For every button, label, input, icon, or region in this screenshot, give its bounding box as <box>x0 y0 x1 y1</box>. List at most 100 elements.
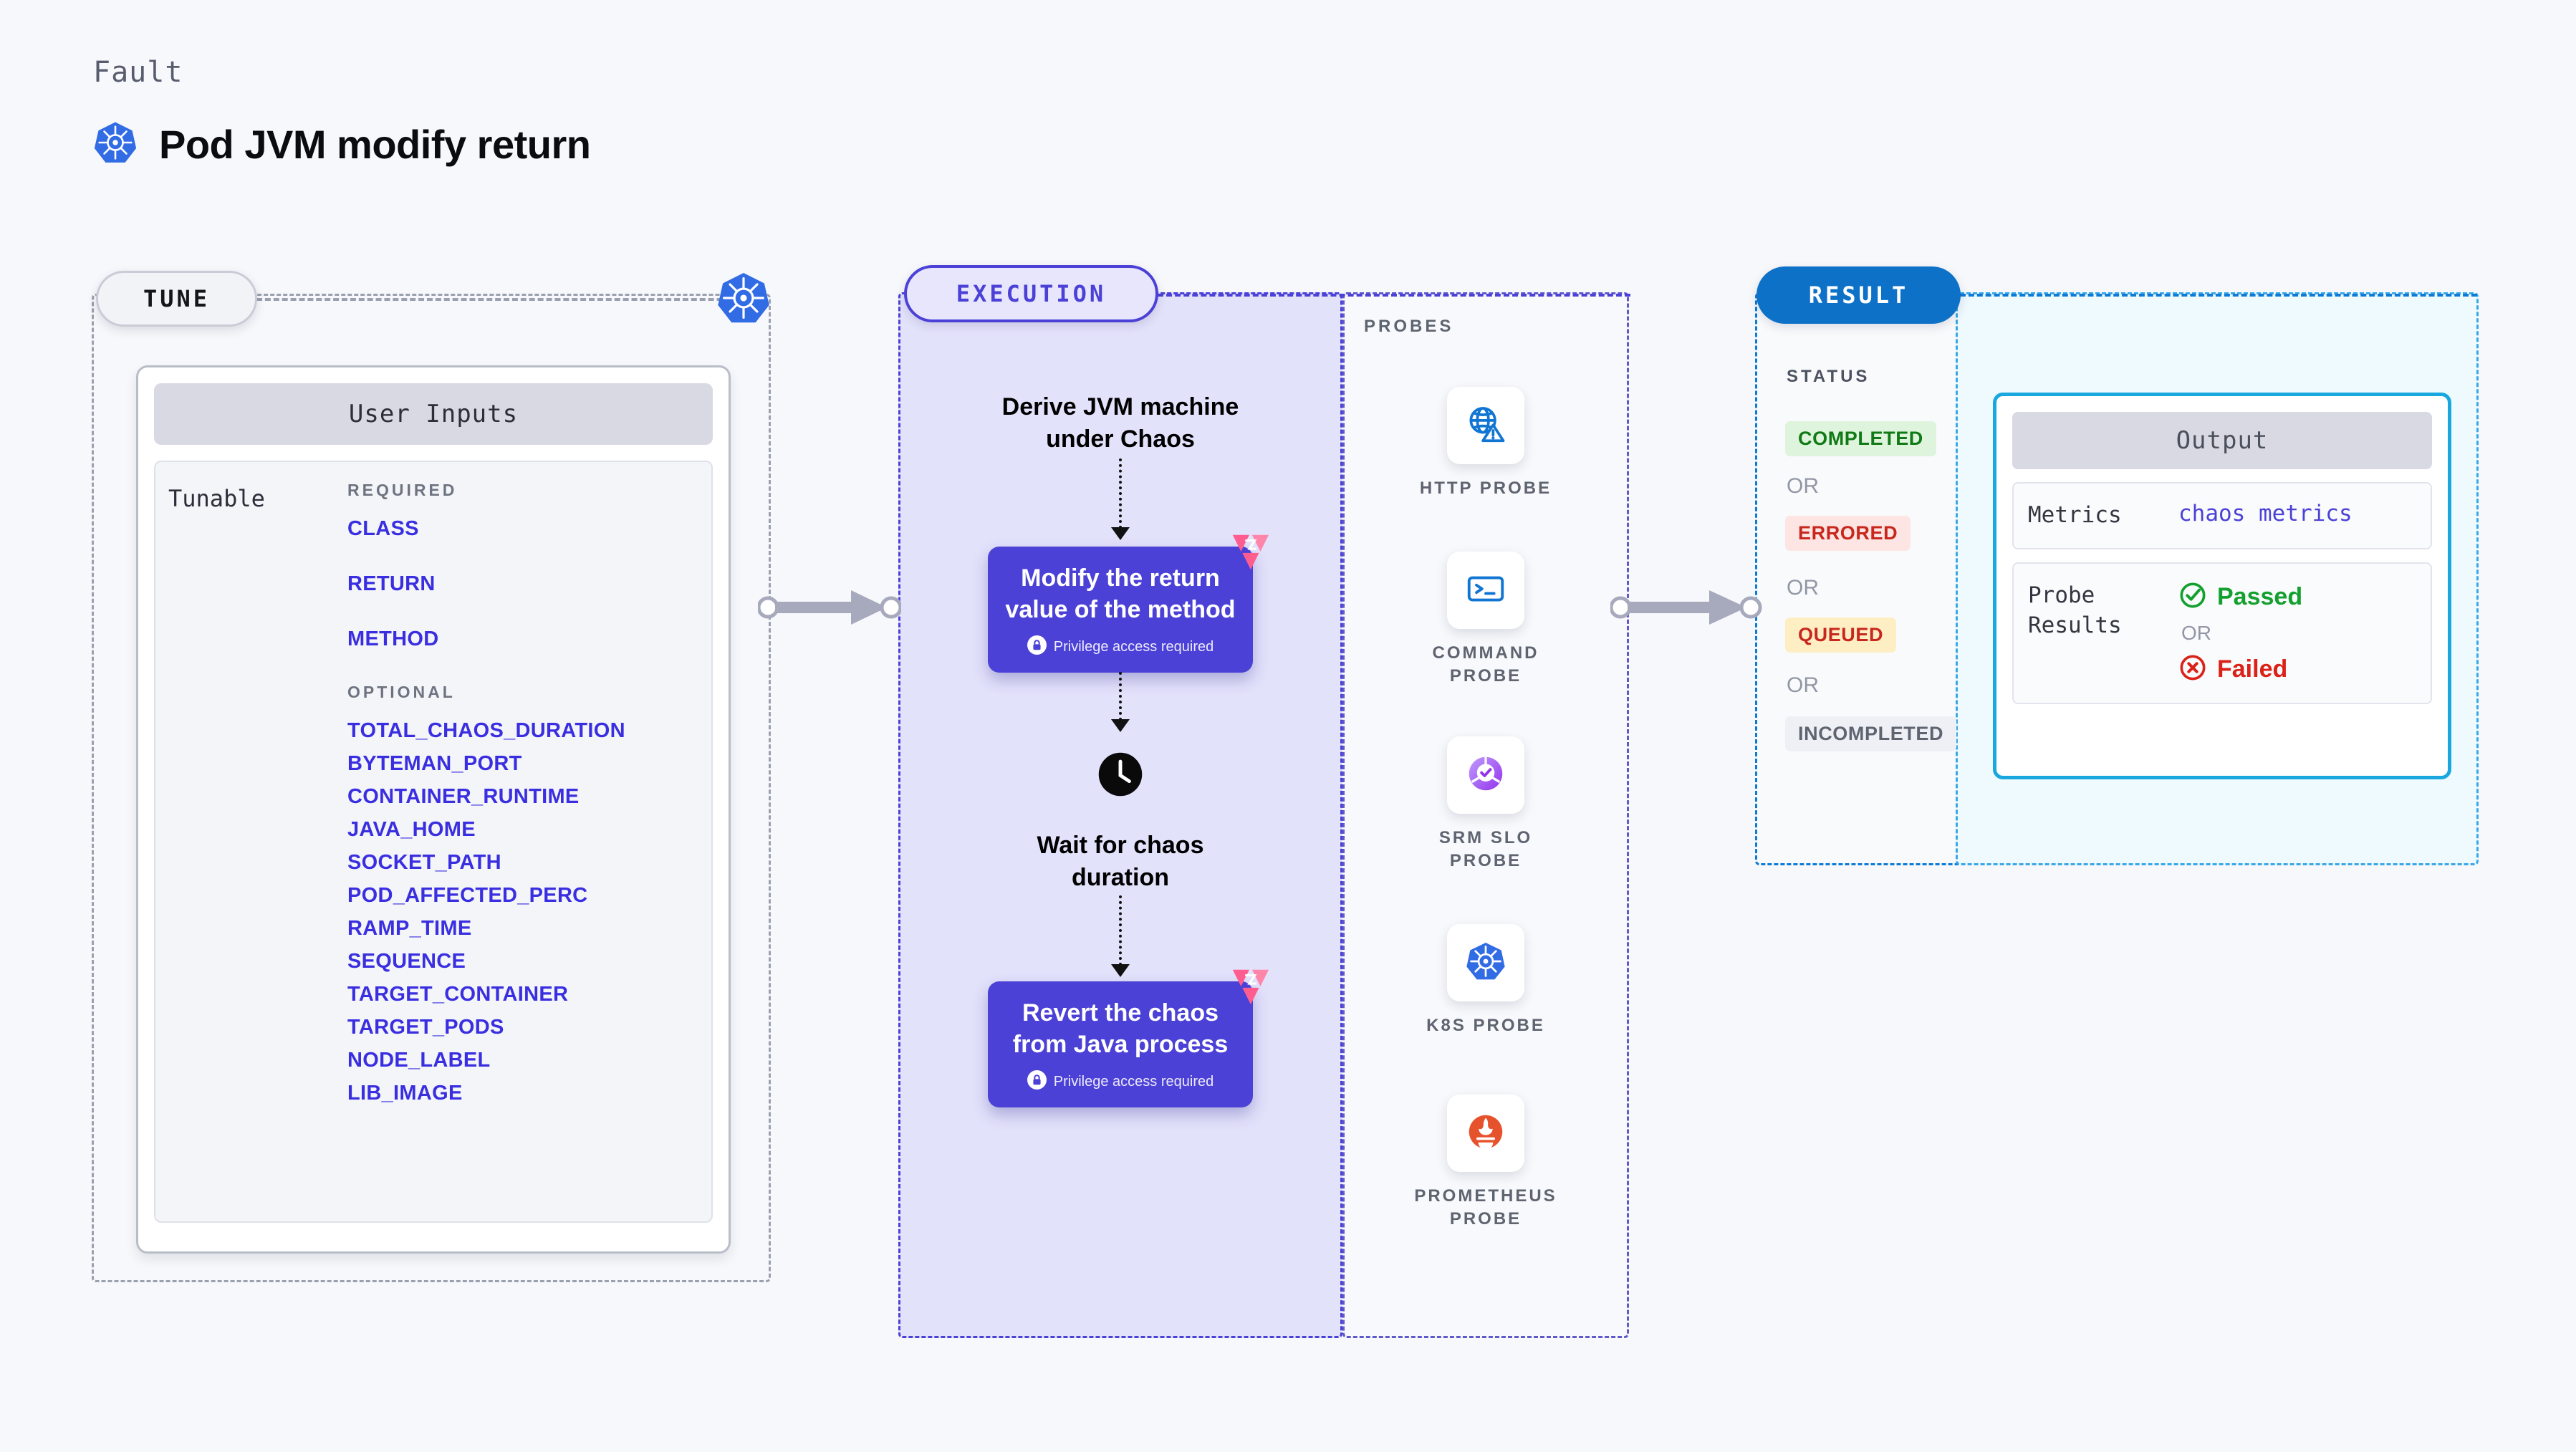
probe-k8s[interactable]: K8S PROBE <box>1342 924 1629 1037</box>
clock-icon <box>1097 751 1144 798</box>
param-target-container[interactable]: TARGET_CONTAINER <box>347 983 569 1006</box>
page-title: Pod JVM modify return <box>159 122 591 167</box>
flow-arrow-tune-to-execution <box>756 579 903 640</box>
required-param-list: CLASS RETURN METHOD <box>347 517 698 651</box>
flow-line-3 <box>1119 895 1122 966</box>
status-or-1: OR <box>1787 474 1819 498</box>
optional-param-list: TOTAL_CHAOS_DURATION BYTEMAN_PORT CONTAI… <box>347 719 698 1105</box>
probe-tile <box>1447 924 1524 1001</box>
privilege-row-2: Privilege access required <box>1002 1070 1239 1093</box>
metrics-value[interactable]: chaos metrics <box>2178 501 2352 527</box>
status-or-2: OR <box>1787 576 1819 600</box>
kubernetes-icon <box>1464 939 1508 987</box>
user-inputs-card: User Inputs Tunable REQUIRED CLASS RETUR… <box>136 365 731 1254</box>
prometheus-icon <box>1464 1110 1508 1158</box>
x-circle-icon <box>2178 653 2207 686</box>
probe-results-label: Probe Results <box>2028 582 2122 638</box>
probe-result-or: OR <box>2181 621 2211 644</box>
probe-prometheus[interactable]: PROMETHEUS PROBE <box>1342 1095 1629 1231</box>
status-badge-completed: COMPLETED <box>1785 421 1936 456</box>
harness-icon <box>1229 966 1270 1007</box>
result-stage-pill[interactable]: RESULT <box>1756 266 1961 324</box>
param-java-home[interactable]: JAVA_HOME <box>347 818 476 841</box>
probe-tile <box>1447 736 1524 814</box>
kubernetes-badge-icon <box>716 271 771 325</box>
lock-icon <box>1027 1070 1047 1093</box>
status-badge-errored: ERRORED <box>1785 516 1911 551</box>
probe-tile <box>1447 1095 1524 1172</box>
tune-connector-line <box>256 298 765 301</box>
passed-label: Passed <box>2217 582 2303 610</box>
output-card: Output Metrics chaos metrics Probe Resul… <box>1993 393 2451 779</box>
param-container-runtime[interactable]: CONTAINER_RUNTIME <box>347 785 580 808</box>
execution-card-2-title: Revert the chaos from Java process <box>1012 999 1229 1059</box>
kubernetes-icon <box>93 120 138 168</box>
flow-arrowhead-2 <box>1111 719 1130 732</box>
user-inputs-title: User Inputs <box>154 383 713 445</box>
execution-card-revert-chaos[interactable]: Revert the chaos from Java process Privi… <box>988 969 1269 1108</box>
metrics-label: Metrics <box>2028 502 2122 528</box>
status-badge-incompleted: INCOMPLETED <box>1785 716 1957 751</box>
probe-command[interactable]: COMMAND PROBE <box>1342 552 1629 688</box>
probe-srm-slo[interactable]: SRM SLO PROBE <box>1342 736 1629 873</box>
required-group-label: REQUIRED <box>347 481 458 499</box>
param-target-pods[interactable]: TARGET_PODS <box>347 1016 504 1039</box>
output-title: Output <box>2012 412 2432 469</box>
status-or-3: OR <box>1787 673 1819 697</box>
probe-result-passed: Passed <box>2178 581 2416 613</box>
flow-line-1 <box>1119 458 1122 529</box>
status-badge-queued: QUEUED <box>1785 617 1897 653</box>
param-method[interactable]: METHOD <box>347 628 439 650</box>
param-sequence[interactable]: SEQUENCE <box>347 950 466 973</box>
param-socket-path[interactable]: SOCKET_PATH <box>347 851 501 874</box>
probe-result-failed: Failed <box>2178 653 2416 686</box>
flow-arrowhead-3 <box>1111 964 1130 977</box>
fault-eyebrow-label: Fault <box>93 56 183 89</box>
flow-arrow-probes-to-result <box>1609 579 1762 640</box>
param-total-chaos-duration[interactable]: TOTAL_CHAOS_DURATION <box>347 719 625 742</box>
lock-icon <box>1027 635 1047 658</box>
execution-flow: Derive JVM machine under Chaos Modify th… <box>898 292 1342 1338</box>
execution-stage-pill[interactable]: EXECUTION <box>904 265 1158 322</box>
tunable-label: Tunable <box>168 485 265 512</box>
param-ramp-time[interactable]: RAMP_TIME <box>347 917 472 940</box>
probe-label: HTTP PROBE <box>1419 479 1552 498</box>
param-node-label[interactable]: NODE_LABEL <box>347 1049 491 1072</box>
check-circle-icon <box>2178 581 2207 613</box>
param-lib-image[interactable]: LIB_IMAGE <box>347 1082 463 1105</box>
probe-tile <box>1447 552 1524 629</box>
param-pod-affected-perc[interactable]: POD_AFFECTED_PERC <box>347 884 588 907</box>
param-class[interactable]: CLASS <box>347 517 419 540</box>
output-probe-results-row: Probe Results Passed OR <box>2012 562 2432 704</box>
output-metrics-row: Metrics chaos metrics <box>2012 482 2432 549</box>
user-inputs-body: Tunable REQUIRED CLASS RETURN METHOD OPT… <box>154 461 713 1223</box>
probe-http[interactable]: HTTP PROBE <box>1342 387 1629 500</box>
execution-step-derive-jvm: Derive JVM machine under Chaos <box>1001 393 1239 453</box>
execution-card-1-title: Modify the return value of the method <box>1005 564 1236 624</box>
probe-label: PROMETHEUS PROBE <box>1414 1186 1557 1229</box>
param-return[interactable]: RETURN <box>347 572 436 595</box>
globe-warning-icon <box>1464 402 1508 450</box>
optional-group-label: OPTIONAL <box>347 683 456 701</box>
result-connector-line <box>1960 294 2477 297</box>
flow-line-2 <box>1119 672 1122 721</box>
execution-card-modify-return[interactable]: Modify the return value of the method Pr… <box>988 534 1269 673</box>
status-label: STATUS <box>1787 367 1870 386</box>
param-byteman-port[interactable]: BYTEMAN_PORT <box>347 752 522 775</box>
tune-stage-pill[interactable]: TUNE <box>96 271 257 327</box>
execution-step-wait-duration: Wait for chaos duration <box>1037 832 1204 892</box>
execution-connector-line <box>1158 294 1630 297</box>
probe-label: COMMAND PROBE <box>1432 643 1539 686</box>
flow-arrowhead-1 <box>1111 527 1130 540</box>
page-title-row: Pod JVM modify return <box>93 120 591 168</box>
probe-label: K8S PROBE <box>1426 1016 1545 1035</box>
probe-label: SRM SLO PROBE <box>1438 828 1533 871</box>
srm-slo-icon <box>1464 751 1508 799</box>
harness-icon <box>1229 531 1270 572</box>
terminal-icon <box>1464 567 1508 615</box>
failed-label: Failed <box>2217 655 2288 683</box>
probes-section-label: PROBES <box>1364 317 1454 336</box>
privilege-note-1: Privilege access required <box>1053 638 1214 655</box>
tune-section-frame <box>92 294 771 1282</box>
